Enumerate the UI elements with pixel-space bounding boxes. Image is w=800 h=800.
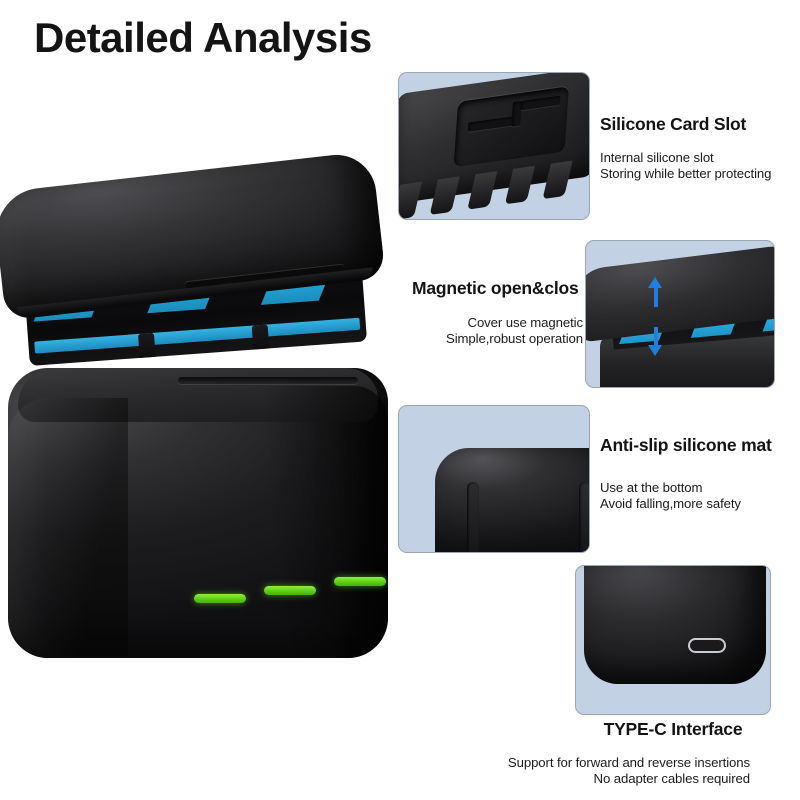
panel-magnetic-open-close	[585, 240, 775, 388]
battery-divider-1	[137, 332, 157, 364]
tray-tooth-4	[504, 165, 536, 205]
callout-body-line-2: Avoid falling,more safety	[600, 495, 741, 511]
led-indicator-1	[194, 594, 246, 603]
callout-body-line-2: Simple,robust operation	[446, 330, 583, 346]
case-bottom-corner	[584, 566, 766, 684]
silicone-card-slot-tray-photo	[399, 73, 589, 219]
callout-body-magnetic-open-close: Cover use magnetic Simple,robust operati…	[383, 315, 583, 346]
callout-body-type-c-interface: Support for forward and reverse insertio…	[430, 755, 750, 786]
callout-body-line-2: Storing while better protecting	[600, 165, 772, 181]
tray-tooth-5	[542, 160, 573, 200]
magnet-arrow-up-icon	[648, 277, 662, 288]
callout-body-anti-slip-mat: Use at the bottom Avoid falling,more saf…	[600, 480, 741, 511]
led-indicator-3	[334, 577, 386, 586]
page-title: Detailed Analysis	[34, 14, 372, 61]
callout-title-silicone-card-slot: Silicone Card Slot	[600, 114, 747, 134]
callout-body-line-1: Use at the bottom	[600, 480, 703, 495]
battery-rail	[34, 317, 361, 354]
case-right-shading	[248, 386, 388, 656]
callout-title-magnetic-open-close: Magnetic open&clos	[412, 278, 579, 298]
mat-groove-2	[579, 482, 589, 552]
usb-c-port-icon	[688, 638, 726, 653]
magnetic-lid-photo	[586, 241, 774, 387]
hero-product-image	[0, 150, 400, 680]
callout-body-line-1: Cover use magnetic	[467, 315, 584, 330]
anti-slip-mat-photo	[399, 406, 589, 552]
callout-title-type-c-interface: TYPE-C Interface	[603, 719, 743, 739]
magnet-arrow-stem-down	[654, 327, 658, 347]
battery-divider-2	[251, 324, 270, 356]
case-lid-seam	[178, 377, 358, 384]
panel-silicone-card-slot	[398, 72, 590, 220]
case-left-shading	[8, 398, 128, 656]
type-c-port-photo	[576, 566, 770, 714]
magnet-arrow-down-icon	[648, 345, 662, 356]
tray-tooth-3	[467, 171, 498, 210]
case-body	[8, 368, 388, 658]
led-indicator-2	[264, 586, 316, 595]
callout-title-anti-slip-mat: Anti-slip silicone mat	[600, 435, 772, 455]
callout-body-line-1: Support for forward and reverse insertio…	[507, 755, 750, 770]
anti-slip-mat	[435, 448, 589, 552]
panel-type-c-interface	[575, 565, 771, 715]
mat-groove-1	[467, 482, 479, 552]
callout-body-line-2: No adapter cables required	[593, 770, 751, 786]
magnet-arrow-stem-up	[654, 287, 658, 307]
tray-tooth-1	[399, 181, 423, 219]
callout-body-line-1: Internal silicone slot	[600, 150, 714, 165]
panel-anti-slip-mat	[398, 405, 590, 553]
card-slot-tray	[399, 73, 589, 219]
callout-body-silicone-card-slot: Internal silicone slot Storing while bet…	[600, 150, 771, 181]
tray-tooth-2	[429, 176, 460, 215]
